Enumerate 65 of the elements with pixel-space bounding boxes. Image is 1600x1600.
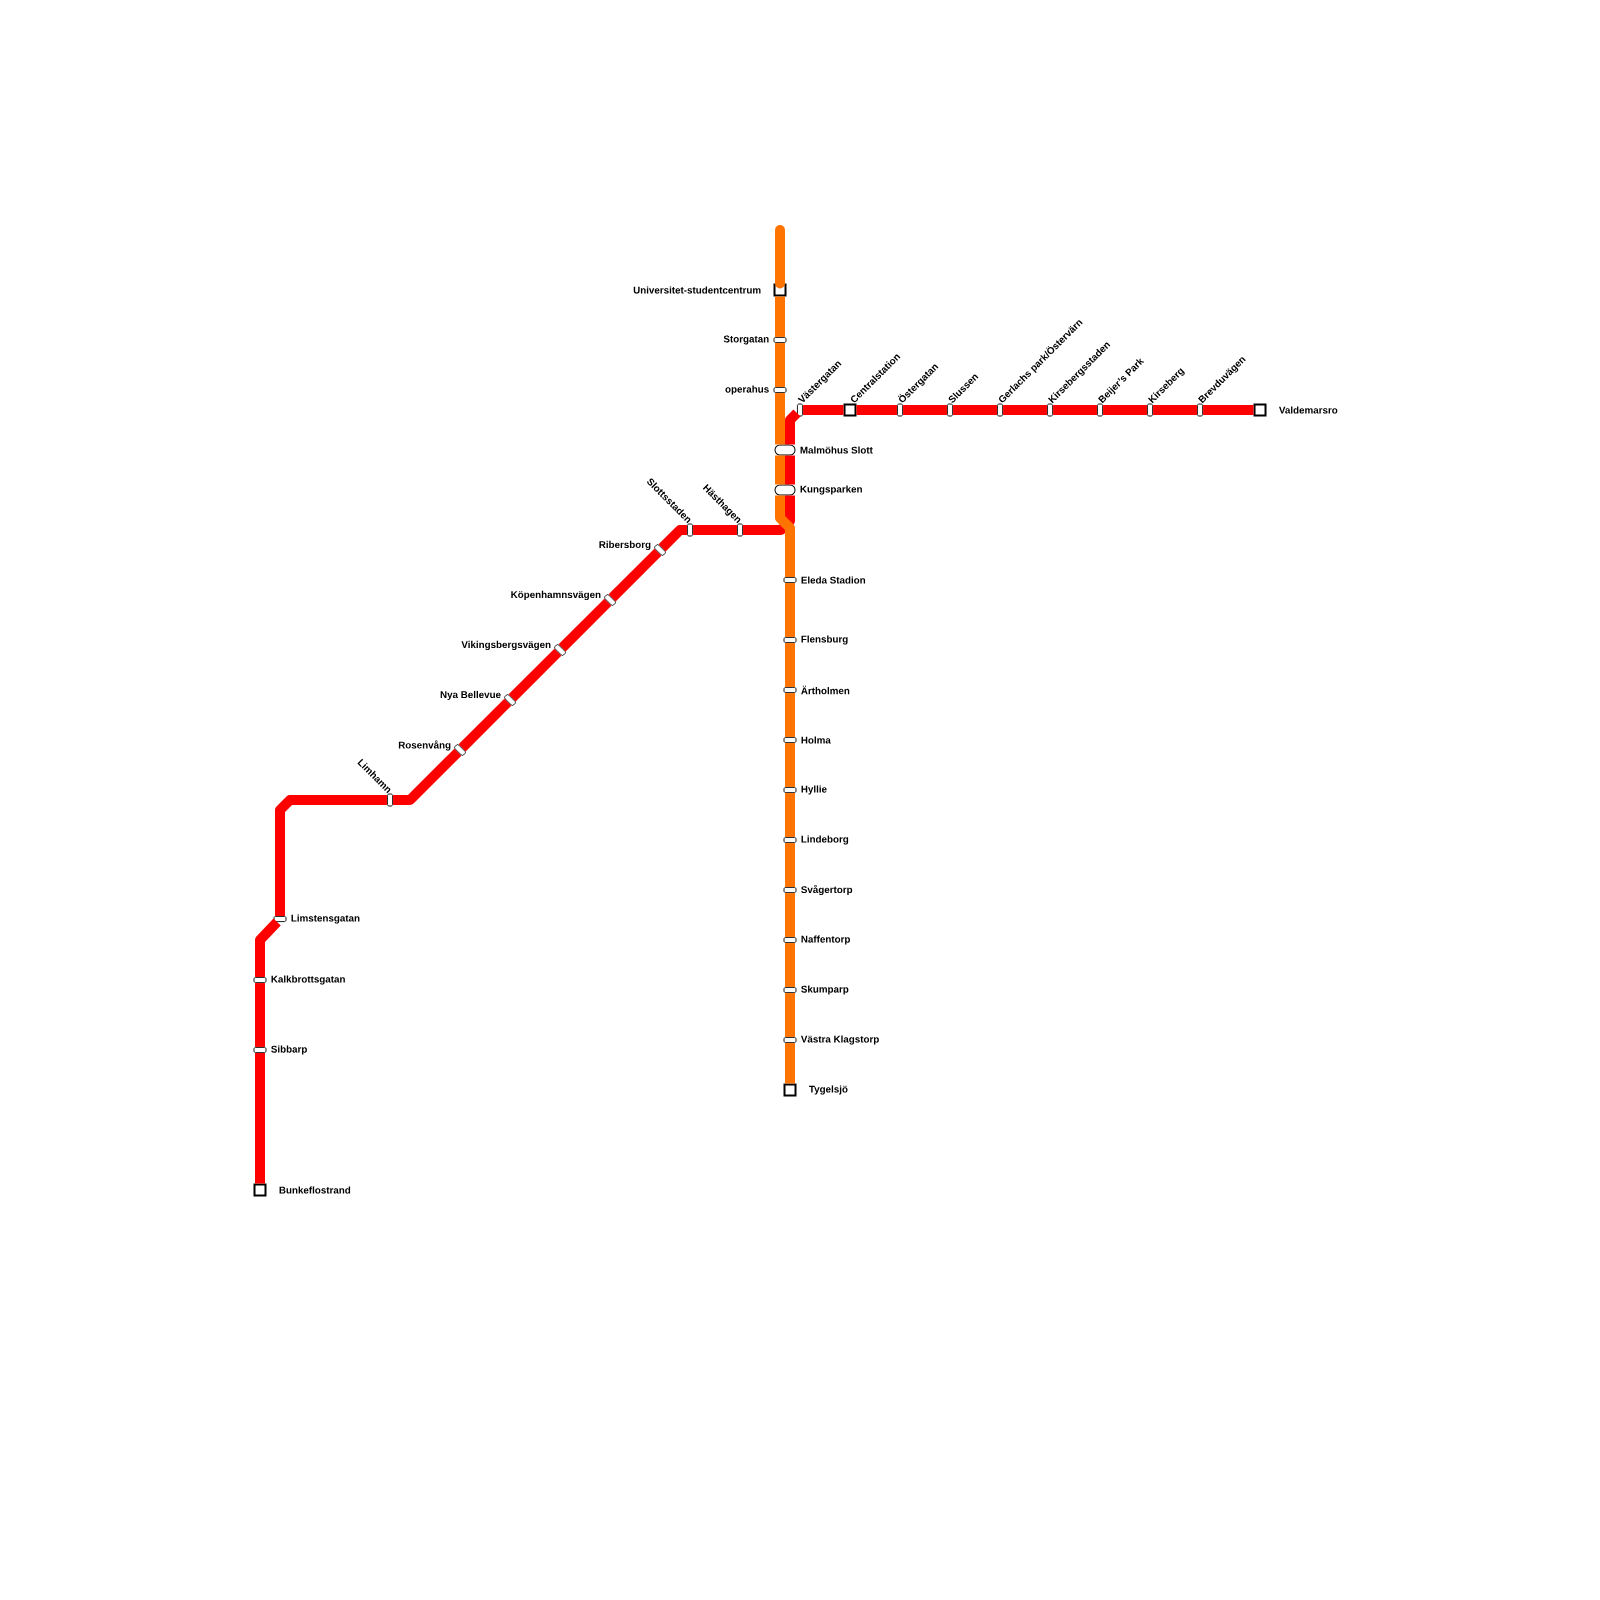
station-label: Svågertorp [801,884,853,896]
rail-line [775,225,785,289]
station-label: Valdemarsro [1279,406,1338,414]
rail-line [658,525,687,552]
rail-line [785,693,795,737]
station-label: Kalkbrottsgatan [271,975,345,985]
rail-line [785,993,795,1037]
rail-line [255,918,281,977]
rail-line [775,296,785,337]
rail-line [775,343,785,387]
rail-line [1003,405,1047,415]
rail-line [1103,405,1147,415]
rail-line [693,525,737,535]
rail-line [785,1043,795,1084]
rail-line [775,455,785,485]
station-label: Flensburg [801,635,848,645]
rail-line [508,648,562,702]
rail-line [953,405,997,415]
station-label: Bunkeflostrand [279,1186,351,1194]
station-label: Skumparp [801,985,849,995]
station-label: Lindeborg [801,835,849,845]
rail-line [255,1053,265,1184]
rail-line [785,893,795,937]
station-label: Ribersborg [599,540,651,551]
station-label: Nya Bellevue [440,690,501,700]
rail-line [1053,405,1097,415]
rail-line [255,983,265,1047]
rail-line [458,698,512,752]
rail-line [785,583,795,637]
station-label: Tygelsjö [809,1085,848,1095]
rail-line [1203,405,1254,415]
rail-line [785,843,795,887]
rail-line [275,795,387,916]
rail-line [785,793,795,837]
station-label: Eleda Stadion [801,576,866,584]
station-label: Ärtholmen [801,685,850,695]
station-label: operahus [725,385,769,395]
rail-line [775,495,795,577]
rail-line [785,643,795,687]
rail-line [775,393,785,445]
station-label: Köpenhamnsvägen [511,590,601,601]
station-label: Universitet-studentcentrum [633,286,761,294]
rail-line [393,748,462,805]
station-label: Kungsparken [800,485,862,495]
station-label: Vikingsbergsvägen [461,640,551,651]
rail-line [903,405,947,415]
rail-line [1153,405,1197,415]
station-label: Hyllie [801,785,827,795]
station-label: Storgatan [723,335,769,345]
station-label: Västra Klagstorp [800,1035,879,1045]
rail-line [785,455,795,485]
rail-line [856,405,897,415]
station-label: Naffentorp [801,935,850,945]
station-label: Rosenvång [398,740,451,751]
rail-line [785,943,795,987]
rail-line [743,495,795,535]
station-label: Limstensgatan [291,914,360,924]
station-label: Malmöhus Slott [800,446,873,454]
rail-line [785,743,795,787]
rail-line [608,548,662,602]
rail-line [785,409,801,445]
station-label: Holma [801,736,831,744]
rail-line [558,598,612,652]
station-label: Sibbarp [271,1045,307,1055]
rail-line [803,405,844,415]
